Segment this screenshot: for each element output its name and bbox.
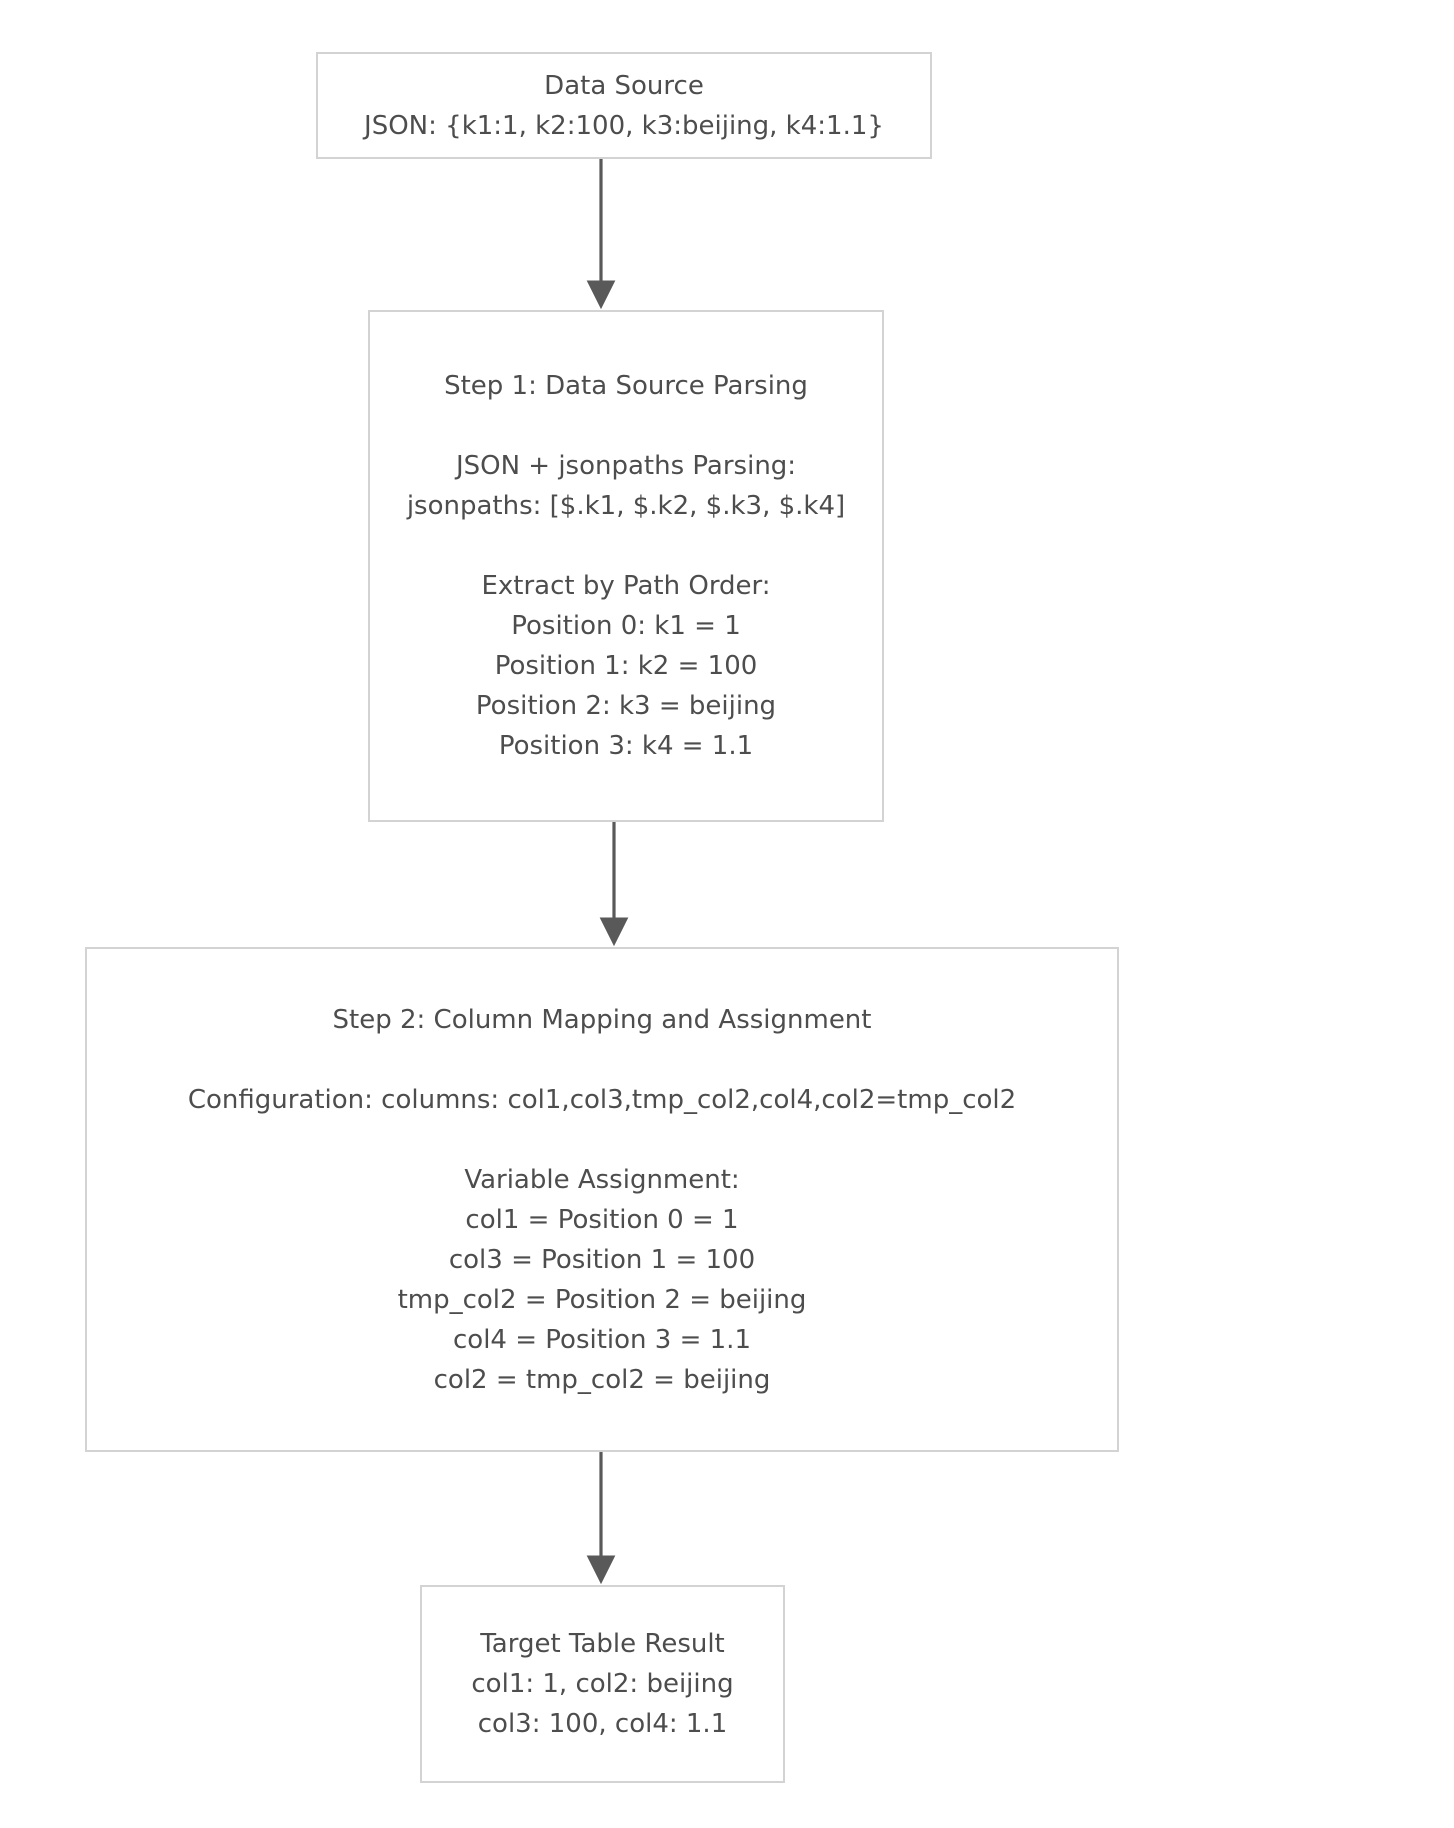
step1-position-1: Position 1: k2 = 100 bbox=[494, 651, 758, 681]
result-row-1: col1: 1, col2: beijing bbox=[471, 1669, 734, 1699]
step2-configuration: Configuration: columns: col1,col3,tmp_co… bbox=[187, 1084, 1017, 1115]
step1-extract-heading: Extract by Path Order: bbox=[481, 571, 771, 601]
step2-assign-col4: col4 = Position 3 = 1.1 bbox=[453, 1324, 751, 1355]
step2-assign-col1: col1 = Position 0 = 1 bbox=[465, 1204, 739, 1235]
result-row-2: col3: 100, col4: 1.1 bbox=[477, 1709, 728, 1739]
step1-parsing-heading: JSON + jsonpaths Parsing: bbox=[455, 451, 797, 481]
step2-assignment-heading: Variable Assignment: bbox=[464, 1164, 740, 1195]
step1-title: Step 1: Data Source Parsing bbox=[444, 371, 808, 401]
node-target-table-result[interactable]: Target Table Result col1: 1, col2: beiji… bbox=[420, 1585, 785, 1783]
step1-position-0: Position 0: k1 = 1 bbox=[511, 611, 741, 641]
node-step-2-column-mapping-and-assignment[interactable]: Step 2: Column Mapping and Assignment Co… bbox=[85, 947, 1119, 1452]
step1-jsonpaths-value: jsonpaths: [$.k1, $.k2, $.k3, $.k4] bbox=[406, 491, 846, 521]
step2-assign-tmp-col2: tmp_col2 = Position 2 = beijing bbox=[397, 1284, 807, 1315]
node-step-1-data-source-parsing[interactable]: Step 1: Data Source Parsing JSON + jsonp… bbox=[368, 310, 884, 822]
step2-title: Step 2: Column Mapping and Assignment bbox=[332, 1004, 872, 1035]
node-data-source[interactable]: Data Source JSON: {k1:1, k2:100, k3:beij… bbox=[316, 52, 932, 159]
step2-assign-col3: col3 = Position 1 = 100 bbox=[448, 1244, 756, 1275]
step1-position-3: Position 3: k4 = 1.1 bbox=[498, 731, 754, 761]
step2-assign-col2: col2 = tmp_col2 = beijing bbox=[433, 1364, 771, 1395]
node-data-source-json: JSON: {k1:1, k2:100, k3:beijing, k4:1.1} bbox=[364, 110, 884, 141]
step1-position-2: Position 2: k3 = beijing bbox=[475, 691, 777, 721]
result-title: Target Table Result bbox=[480, 1629, 725, 1659]
node-data-source-title: Data Source bbox=[544, 70, 704, 101]
